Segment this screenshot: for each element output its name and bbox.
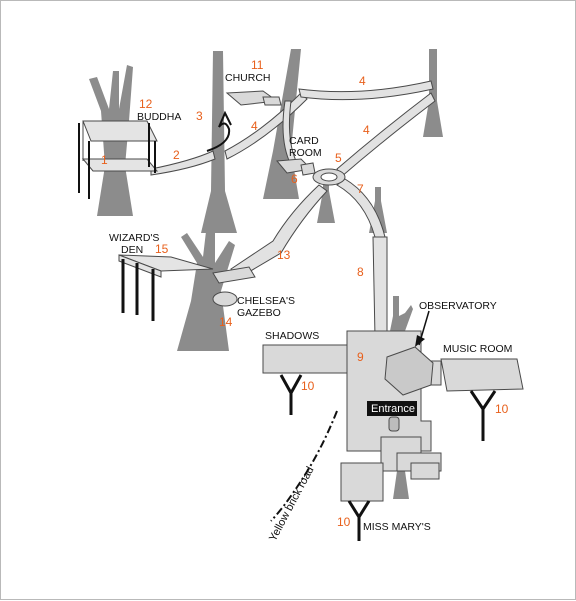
label-buddha: BUDDHA (137, 111, 181, 123)
number-12: 12 (139, 97, 153, 111)
number-6: 6 (291, 172, 298, 186)
label-chelseas-gazebo-line2: GAZEBO (237, 307, 281, 319)
label-observatory: OBSERVATORY (419, 300, 497, 312)
number-7: 7 (357, 182, 364, 196)
card-room-platform (276, 158, 316, 176)
buddha-platform (78, 120, 159, 199)
label-entrance: Entrance (371, 403, 415, 415)
label-chelseas-gazebo-line1: CHELSEA'S (237, 295, 295, 307)
bridges (150, 80, 436, 338)
label-church: CHURCH (225, 72, 271, 84)
observatory-pointer (415, 310, 430, 347)
number-2: 2 (173, 148, 180, 162)
hub-platform (312, 168, 346, 186)
bridge-4-top (298, 80, 434, 101)
number-10-shadows: 10 (301, 379, 315, 393)
number-15: 15 (155, 242, 169, 256)
label-card-room-line2: ROOM (289, 147, 322, 159)
number-4-left: 4 (251, 119, 258, 133)
number-14: 14 (219, 315, 233, 329)
label-miss-marys: MISS MARY'S (363, 521, 431, 533)
number-4-top: 4 (359, 74, 366, 88)
number-5: 5 (335, 151, 342, 165)
bridge-8 (372, 236, 388, 338)
church-platform (206, 90, 282, 152)
label-card-room-line1: CARD (289, 135, 319, 147)
chelseas-gazebo-platform (212, 266, 256, 307)
entrance-badge (367, 401, 417, 416)
bridge-13 (230, 184, 328, 280)
tree-trunks (89, 49, 443, 499)
label-music-room: MUSIC ROOM (443, 343, 512, 355)
number-13: 13 (277, 248, 291, 262)
label-wizards-den-line2: DEN (121, 244, 143, 256)
label-wizards-den-line1: WIZARD'S (109, 232, 159, 244)
label-shadows: SHADOWS (265, 330, 319, 342)
number-10-music: 10 (495, 402, 509, 416)
bridge-2 (150, 150, 216, 176)
bridge-4-right (336, 92, 436, 178)
supports (279, 374, 497, 541)
number-9: 9 (357, 350, 364, 364)
number-1: 1 (101, 153, 108, 167)
main-deck (262, 330, 524, 502)
number-11: 11 (251, 58, 264, 72)
number-10-miss-marys: 10 (337, 515, 351, 529)
number-3: 3 (196, 109, 203, 123)
label-yellow-brick-road: Yellow brick road (267, 465, 316, 544)
number-8: 8 (357, 265, 364, 279)
number-4-right: 4 (363, 123, 370, 137)
wizards-den-platform (118, 254, 214, 321)
yellow-brick-road-path (270, 410, 338, 522)
